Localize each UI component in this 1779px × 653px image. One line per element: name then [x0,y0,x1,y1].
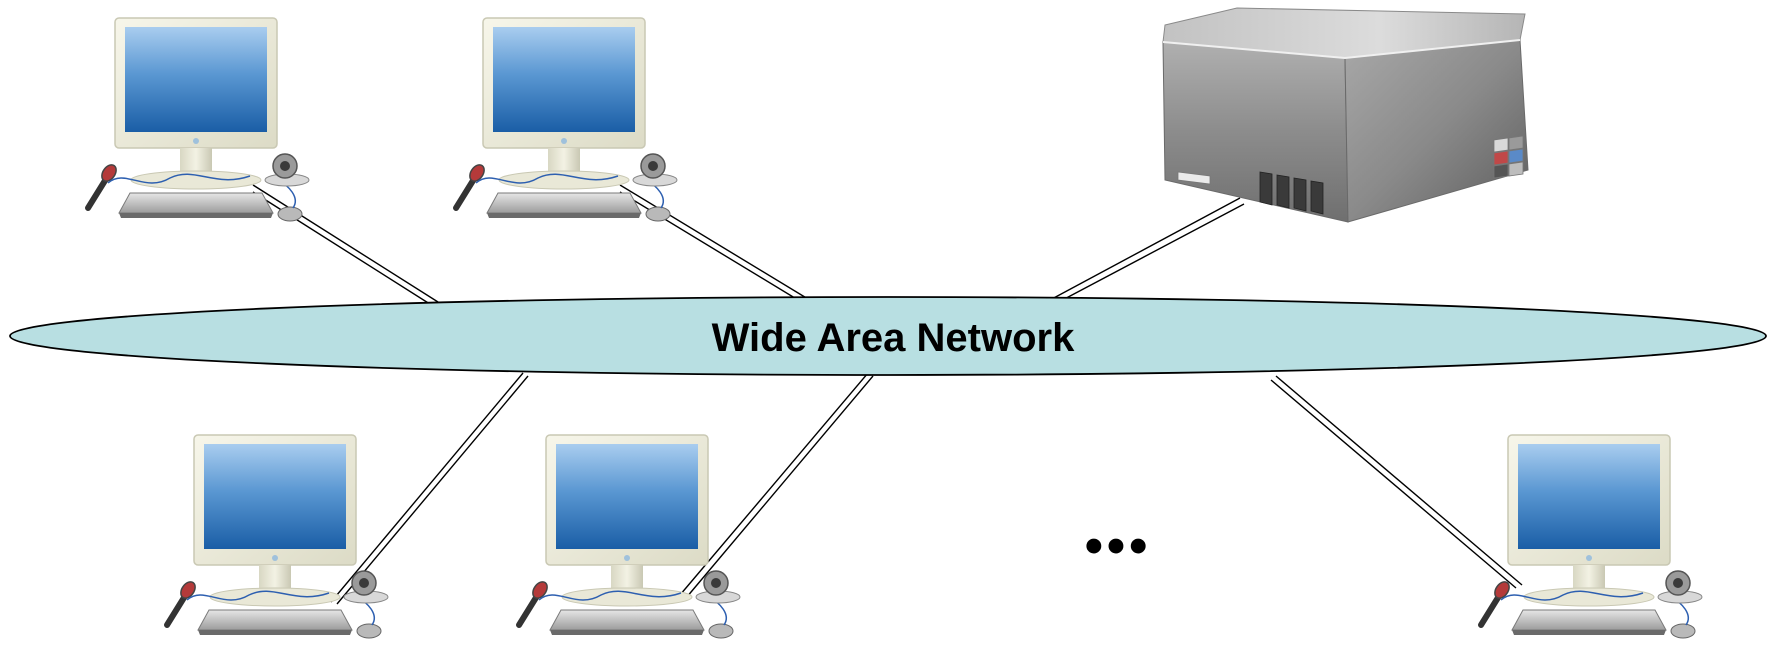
server [1162,7,1529,223]
workstation-3 [167,435,388,638]
link-server [1049,197,1245,305]
workstation-icon [88,18,309,221]
connection-lines [252,184,1523,605]
workstation-5 [1481,435,1702,638]
workstation-1 [88,18,309,221]
workstation-2 [456,18,677,221]
wan-cloud: Wide Area Network [9,296,1767,376]
wan-label: Wide Area Network [712,316,1075,360]
workstation-icon [167,435,388,638]
link-workstation-5 [1270,375,1523,589]
link-workstation-4 [679,372,874,599]
server-icon [1162,7,1529,223]
workstation-icon [519,435,740,638]
workstation-icon [456,18,677,221]
more-indicator: ••• [1085,517,1152,575]
link-workstation-3 [330,372,529,605]
workstation-4 [519,435,740,638]
link-workstation-2 [619,184,814,307]
link-workstation-1 [252,184,439,307]
workstation-icon [1481,435,1702,638]
wan-ellipse [9,296,1767,376]
